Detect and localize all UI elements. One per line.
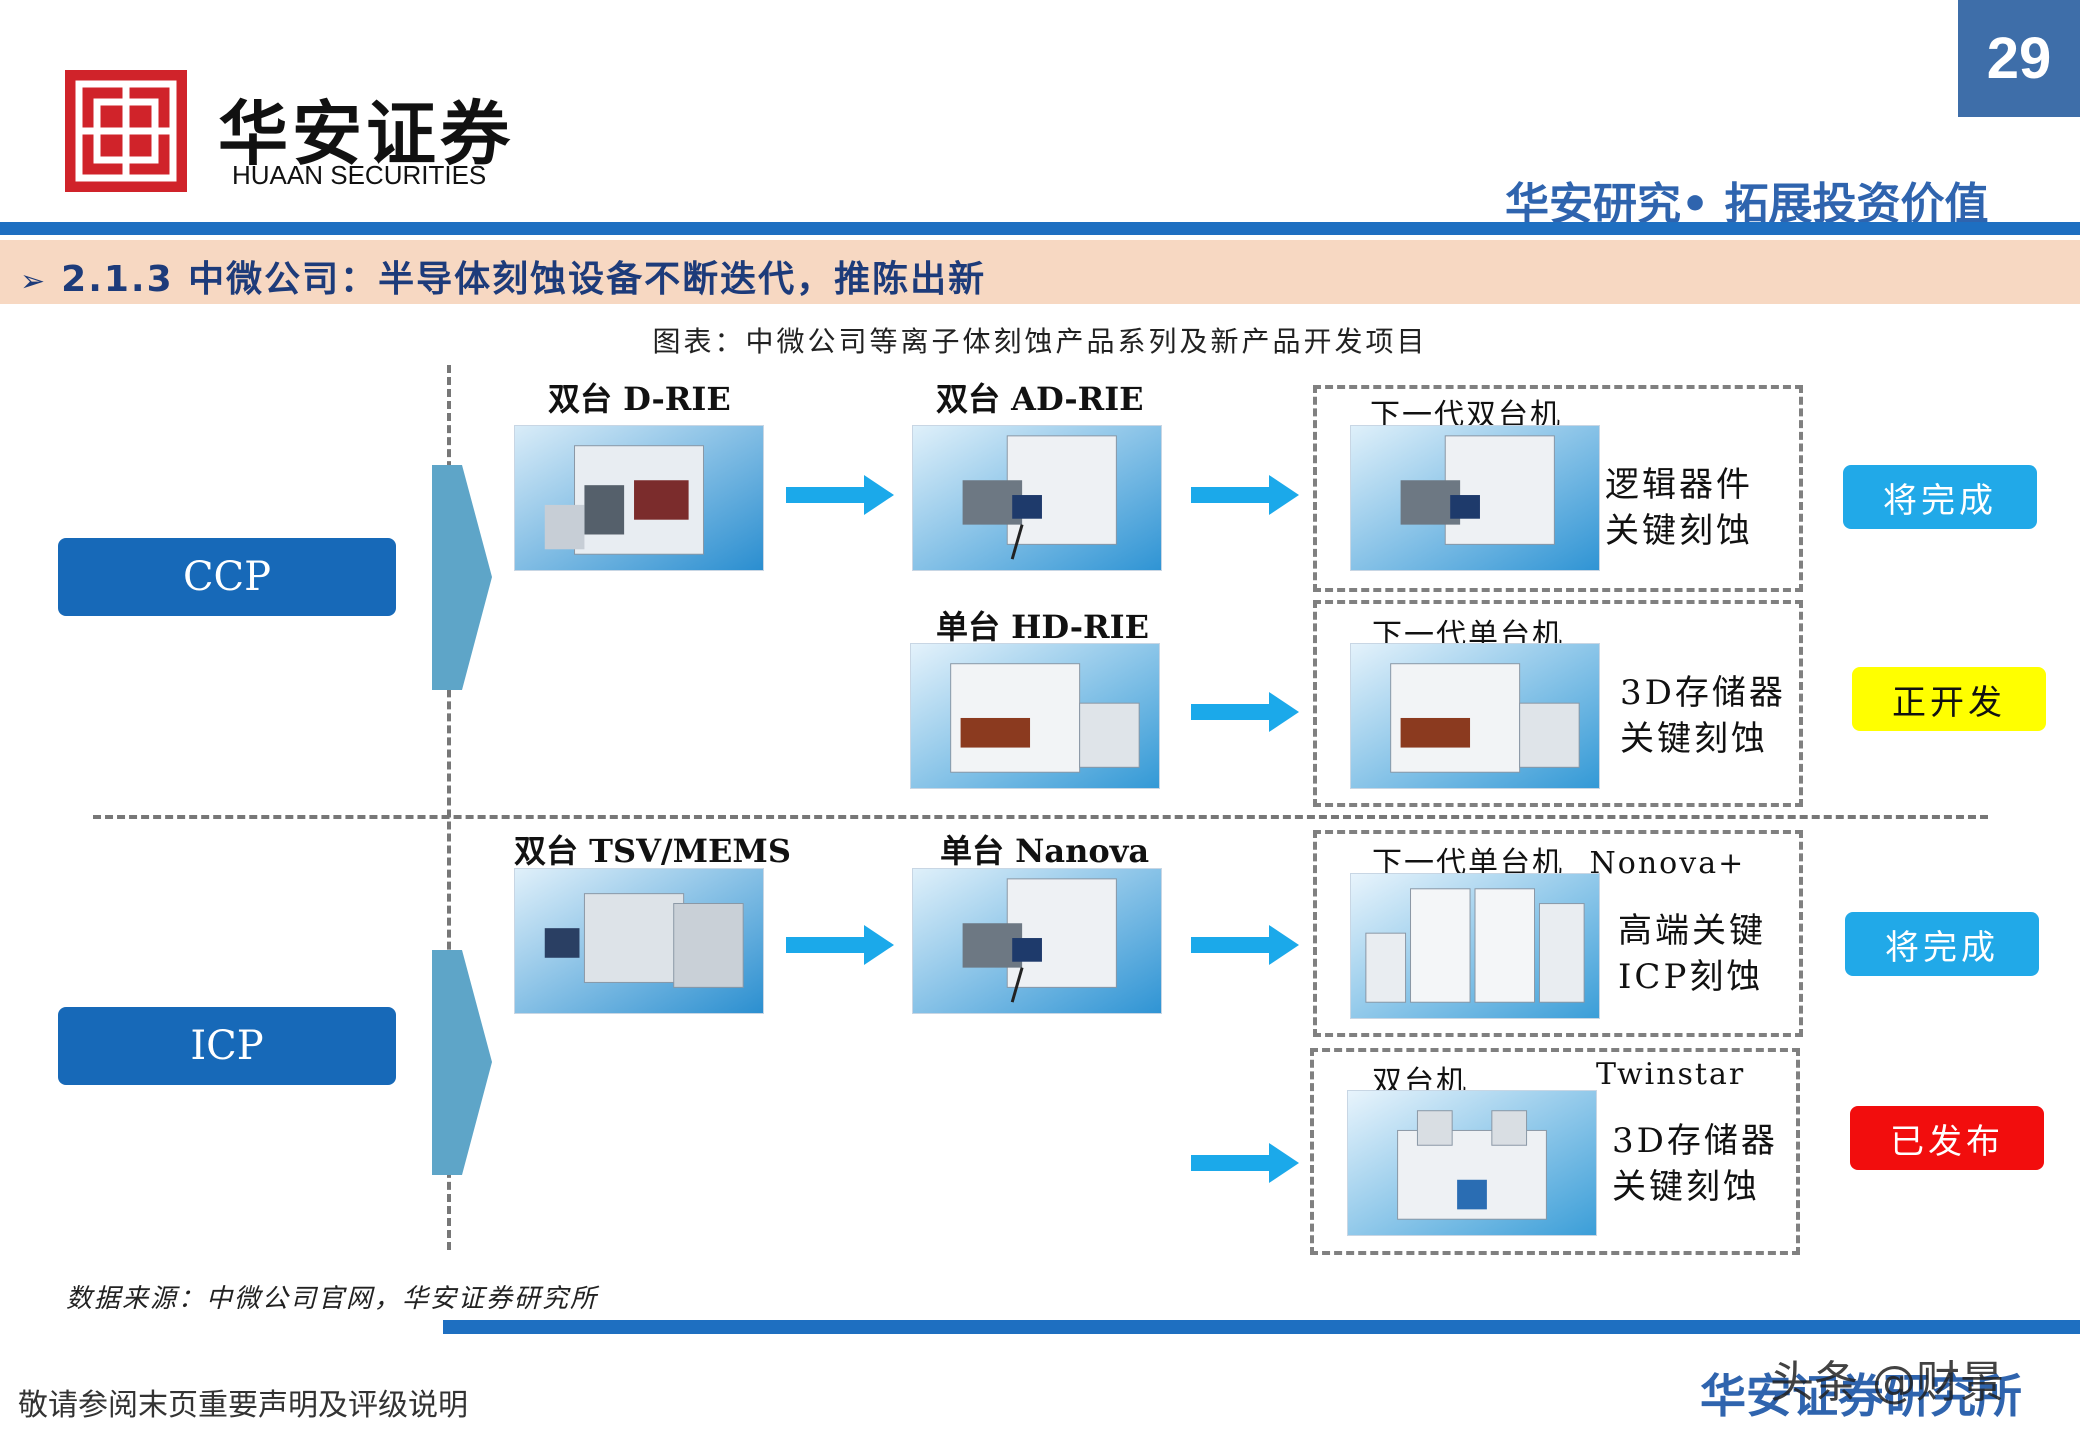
equipment-image-tsv-mems (514, 868, 764, 1014)
arrow-right-icon (1191, 925, 1299, 965)
new-project-box (1313, 830, 1803, 1037)
product-label-tsv-mems: 双台 TSV/MEMS (514, 832, 791, 870)
equipment-image-ad-rie (912, 425, 1162, 571)
section-band (0, 240, 2080, 304)
triangle-bullet-icon: ➢ (20, 264, 48, 299)
desc-line: 关键刻蚀 (1605, 511, 1753, 551)
desc-line: 3D存储器 (1612, 1121, 1778, 1161)
watermark: 头条 @财景 (1770, 1357, 2004, 1408)
new-project-model: Nonova+ (1589, 846, 1746, 881)
desc-line: 关键刻蚀 (1620, 719, 1768, 759)
new-project-desc: 高端关键 ICP刻蚀 (1618, 908, 1766, 1000)
figure-title: 图表：中微公司等离子体刻蚀产品系列及新产品开发项目 (652, 325, 1428, 358)
new-project-box (1313, 385, 1803, 592)
header-divider (0, 222, 2080, 235)
desc-line: 3D存储器 (1620, 673, 1786, 713)
header-slogan: 华安研究• 拓展投资价值 (1505, 179, 1989, 230)
vertical-divider (447, 365, 451, 1250)
equipment-image-next-dual (1350, 425, 1600, 571)
status-badge: 正开发 (1852, 667, 2046, 731)
desc-line: 高端关键 (1618, 911, 1766, 951)
equipment-image-nanova (912, 868, 1162, 1014)
new-project-desc: 逻辑器件 关键刻蚀 (1605, 462, 1753, 554)
page-number: 29 (1958, 0, 2080, 117)
arrow-right-icon (1191, 475, 1299, 515)
desc-line: ICP刻蚀 (1618, 957, 1764, 997)
new-project-model: Twinstar (1596, 1057, 1746, 1092)
logo-text-en: HUAAN SECURITIES (232, 160, 487, 190)
category-icp: ICP (58, 1007, 396, 1085)
equipment-image-hd-rie (910, 643, 1160, 789)
equipment-image-twinstar (1347, 1090, 1597, 1236)
chevron-right-icon (432, 950, 492, 1175)
status-badge: 将完成 (1843, 465, 2037, 529)
equipment-image-next-single (1350, 643, 1600, 789)
status-badge: 已发布 (1850, 1106, 2044, 1170)
section-title-text: 2.1.3 中微公司：半导体刻蚀设备不断迭代，推陈出新 (61, 259, 987, 300)
chevron-right-icon (432, 465, 492, 690)
section-title: ➢ 2.1.3 中微公司：半导体刻蚀设备不断迭代，推陈出新 (20, 250, 986, 302)
status-badge: 将完成 (1845, 912, 2039, 976)
desc-line: 关键刻蚀 (1612, 1167, 1760, 1207)
product-label-ad-rie: 双台 AD-RIE (936, 380, 1144, 418)
disclaimer-text: 敬请参阅末页重要声明及评级说明 (18, 1388, 468, 1423)
footer-brand: 华安证券研究所 (1700, 1369, 2022, 1423)
arrow-right-icon (1191, 692, 1299, 732)
desc-line: 逻辑器件 (1605, 465, 1753, 505)
equipment-image-nonova-plus (1350, 873, 1600, 1019)
logo-text-cn: 华安证券 (218, 92, 514, 175)
category-ccp: CCP (58, 538, 396, 616)
horizontal-divider (93, 815, 1988, 819)
new-project-desc: 3D存储器 关键刻蚀 (1620, 670, 1786, 762)
equipment-image-d-rie (514, 425, 764, 571)
arrow-right-icon (1191, 1143, 1299, 1183)
arrow-right-icon (786, 925, 894, 965)
new-project-box (1313, 600, 1803, 807)
product-label-hd-rie: 单台 HD-RIE (936, 608, 1149, 646)
new-project-box (1310, 1048, 1800, 1255)
product-label-d-rie: 双台 D-RIE (548, 380, 731, 418)
product-label-nanova: 单台 Nanova (940, 832, 1150, 870)
data-source: 数据来源：中微公司官网，华安证券研究所 (66, 1284, 599, 1314)
footer-divider (443, 1320, 2080, 1334)
new-project-desc: 3D存储器 关键刻蚀 (1612, 1118, 1778, 1210)
arrow-right-icon (786, 475, 894, 515)
company-logo-icon (65, 70, 187, 192)
